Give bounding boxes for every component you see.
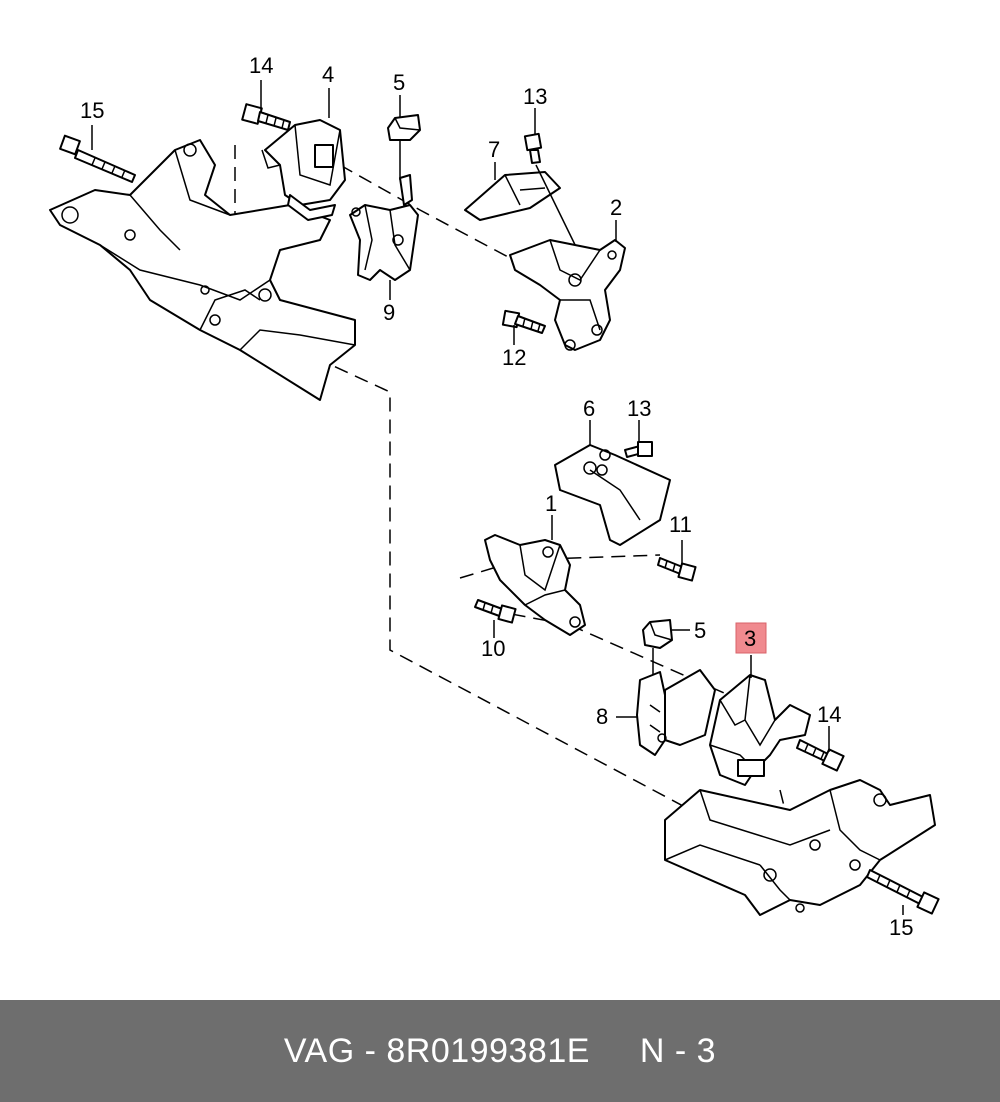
callout-10: 10 <box>481 636 505 661</box>
bolt-15-upper <box>59 134 136 183</box>
callout-15-lower: 15 <box>889 915 913 940</box>
callout-3: 3 <box>744 626 756 651</box>
bolt-10 <box>474 599 517 624</box>
bracket-8 <box>636 669 716 756</box>
callout-13-upper: 13 <box>523 84 547 109</box>
bolt-12 <box>501 309 546 334</box>
bracket-9 <box>349 174 419 281</box>
callout-1: 1 <box>545 491 557 516</box>
callout-5-lower: 5 <box>694 618 706 643</box>
callout-14-lower: 14 <box>817 702 841 727</box>
callout-14-upper: 14 <box>249 53 273 78</box>
highlight-box-3 <box>735 622 767 654</box>
callout-4: 4 <box>322 62 334 87</box>
callout-11: 11 <box>669 512 692 537</box>
subframe-upper <box>49 139 356 401</box>
bolt-15-lower <box>866 869 940 915</box>
stopper-5-upper <box>387 114 421 180</box>
callout-7: 7 <box>488 137 500 162</box>
callout-6: 6 <box>583 396 595 421</box>
mount-4-upper <box>261 119 346 221</box>
bracket-2 <box>509 239 626 351</box>
leader-lines <box>91 80 904 915</box>
bolt-14-upper <box>241 103 291 131</box>
heat-shield-6 <box>554 444 671 546</box>
bolt-13-upper <box>523 132 581 256</box>
subframe-lower <box>664 779 936 916</box>
bracket-1 <box>484 534 586 636</box>
part-number-footer: VAG - 8R0199381E N - 3 <box>0 1000 1000 1102</box>
callout-9: 9 <box>383 300 395 325</box>
callout-labels: 15 14 4 5 13 7 2 9 12 6 13 1 11 5 10 3 8… <box>80 53 913 940</box>
callout-13-lower: 13 <box>627 396 651 421</box>
bolt-13-lower <box>624 441 653 458</box>
callout-2: 2 <box>610 195 622 220</box>
heat-shield-7 <box>464 171 561 221</box>
transmission-mount-3 <box>709 674 811 786</box>
callout-5-upper: 5 <box>393 70 405 95</box>
callout-15-upper: 15 <box>80 98 104 123</box>
callout-8: 8 <box>596 704 608 729</box>
stopper-5-lower <box>642 619 673 680</box>
bolt-11 <box>657 557 697 582</box>
parts-diagram: 15 14 4 5 13 7 2 9 12 6 13 1 11 5 10 3 8… <box>49 53 940 940</box>
bolt-14-lower <box>796 739 845 772</box>
brand-part-number: VAG - 8R0199381E <box>283 1031 590 1070</box>
position-number: N - 3 <box>639 1031 717 1070</box>
callout-12: 12 <box>502 345 526 370</box>
